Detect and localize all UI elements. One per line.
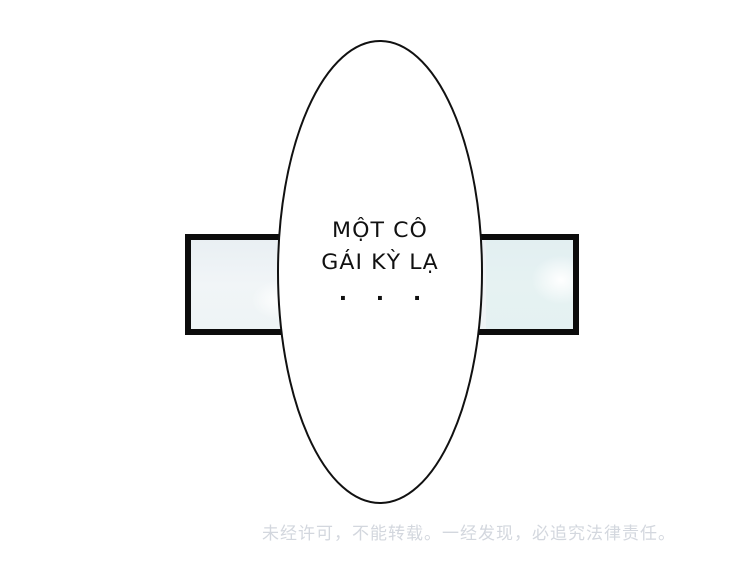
panel-light-spot	[531, 255, 573, 305]
speech-bubble-outline	[277, 40, 483, 504]
speech-bubble-text: MỘT CÔ GÁI KỲ LẠ . . .	[286, 214, 475, 308]
bubble-line-1: MỘT CÔ	[332, 218, 428, 242]
bubble-line-2: GÁI KỲ LẠ	[321, 250, 439, 274]
bubble-ellipsis: . . .	[338, 281, 432, 305]
copyright-watermark: 未经许可，不能转载。一经发现，必追究法律责任。	[262, 524, 676, 544]
